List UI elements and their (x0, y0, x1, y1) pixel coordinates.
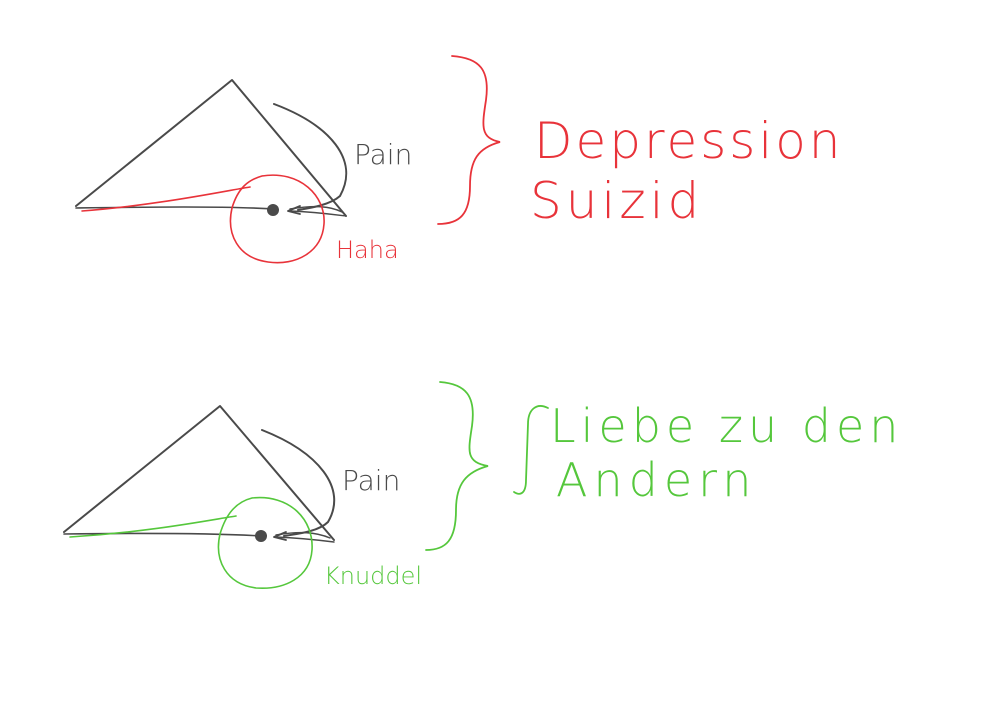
base-line-bottom (63, 532, 263, 537)
brace-text-bottom-line2: Andern (556, 453, 757, 507)
base-line-top (75, 206, 277, 210)
center-dot-bottom (255, 530, 267, 542)
pain-label-top: Pain (354, 138, 412, 171)
pain-curve-bottom (261, 429, 336, 537)
brace-bottom (425, 381, 489, 551)
tip-lines-top (289, 205, 347, 217)
base-accent-bottom (69, 515, 237, 538)
brace-text-top-line1: Depression (534, 112, 844, 170)
sketch-bottom: Pain Knuddel Liebe zu den Andern (63, 381, 903, 590)
pain-label-bottom: Pain (342, 464, 400, 497)
pain-curve-top (273, 103, 348, 211)
circle-label-bottom: Knuddel (324, 562, 422, 590)
shape-outline-top (75, 79, 347, 217)
center-dot-top (267, 204, 279, 216)
integral-stroke-bottom (513, 405, 549, 495)
circle-label-top: Haha (336, 236, 399, 264)
accent-circle-top (229, 174, 325, 264)
brace-text-top-line2: Suizid (530, 172, 703, 230)
accent-circle-bottom (217, 496, 313, 589)
brace-top (437, 55, 501, 225)
brace-text-bottom-line1: Liebe zu den (550, 399, 903, 453)
sketch-top: Pain Haha Depression Suizid (75, 55, 844, 264)
shape-outline-bottom (63, 405, 335, 541)
tip-lines-bottom (275, 531, 335, 543)
